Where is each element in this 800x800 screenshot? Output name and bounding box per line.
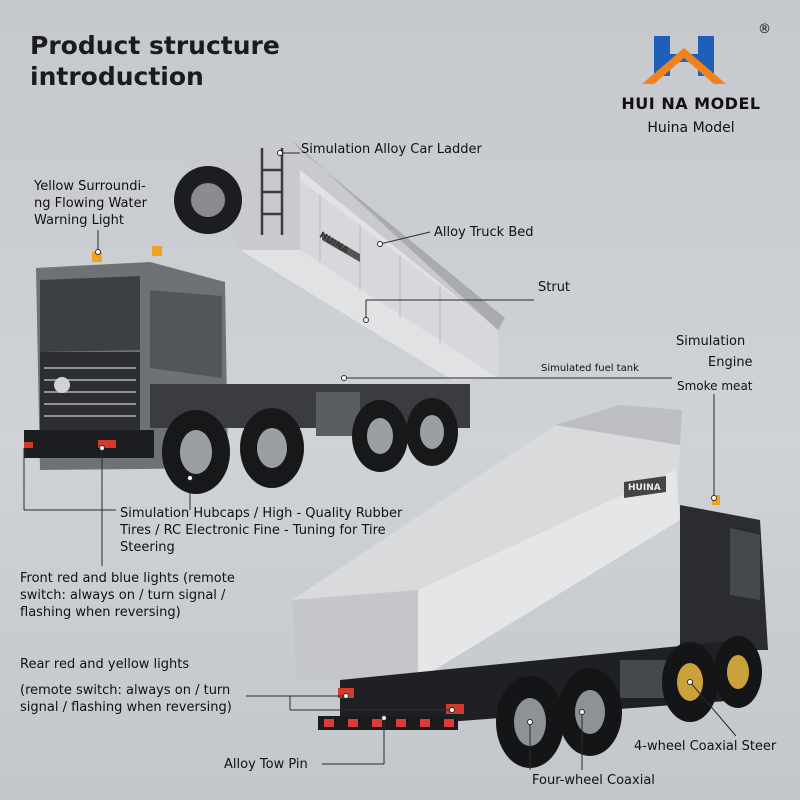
callout-lines bbox=[23, 150, 737, 770]
warning-line-3: Warning Light bbox=[34, 213, 125, 228]
front-bumper bbox=[24, 430, 154, 458]
registered-mark: ® bbox=[758, 22, 771, 37]
engine-line-1: Simulation bbox=[676, 334, 746, 349]
front-grille bbox=[40, 352, 140, 442]
label-tow-pin: Alloy Tow Pin bbox=[224, 757, 308, 772]
huina-logo-icon bbox=[642, 36, 726, 84]
label-strut: Strut bbox=[538, 280, 571, 295]
label-coaxial-steer: 4-wheel Coaxial Steer bbox=[634, 739, 777, 754]
ladder bbox=[260, 148, 284, 235]
front-lights-line-3: flashing when reversing) bbox=[20, 605, 181, 620]
rear-lights-line-1: (remote switch: always on / turn bbox=[20, 683, 231, 698]
title-line-2: introduction bbox=[30, 62, 204, 91]
warning-line-2: ng Flowing Water bbox=[34, 196, 147, 211]
engine-line-2: Engine bbox=[708, 355, 753, 370]
tailgate bbox=[292, 590, 418, 680]
warning-line-1: Yellow Surroundi- bbox=[34, 179, 146, 194]
front-lights-line-2: switch: always on / turn signal / bbox=[20, 588, 226, 603]
label-fuel-tank: Simulated fuel tank bbox=[541, 363, 639, 374]
rear-lights-line-2: signal / flashing when reversing) bbox=[20, 700, 232, 715]
label-engine: Simulation Engine bbox=[676, 333, 753, 371]
brand-name: HUI NA MODEL bbox=[621, 94, 761, 113]
label-coaxial: Four-wheel Coaxial bbox=[532, 773, 655, 788]
hubcaps-line-1: Simulation Hubcaps / High - Quality Rubb… bbox=[120, 506, 403, 521]
hubcaps-line-3: Steering bbox=[120, 540, 175, 555]
title-line-1: Product structure bbox=[30, 31, 280, 60]
label-ladder: Simulation Alloy Car Ladder bbox=[301, 142, 482, 157]
front-wheels bbox=[162, 398, 458, 494]
truck-rear-view bbox=[292, 405, 768, 768]
truck-front-view bbox=[24, 140, 505, 494]
brand-block: ® HUI NA MODEL Huina Model bbox=[606, 22, 786, 144]
page-title: Product structure introduction bbox=[30, 30, 280, 92]
front-lights-line-1: Front red and blue lights (remote bbox=[20, 571, 235, 586]
label-rear-lights-title: Rear red and yellow lights bbox=[20, 657, 190, 672]
label-smoke: Smoke meat bbox=[677, 379, 753, 393]
windshield bbox=[40, 276, 140, 352]
hubcaps-line-2: Tires / RC Electronic Fine - Tuning for … bbox=[120, 523, 386, 538]
label-hubcaps: Simulation Hubcaps / High - Quality Rubb… bbox=[120, 505, 402, 556]
truck-badge-2: HUINA bbox=[628, 483, 661, 493]
brand-subtitle: Huina Model bbox=[647, 120, 735, 136]
label-truck-bed: Alloy Truck Bed bbox=[434, 225, 534, 240]
label-rear-lights: (remote switch: always on / turn signal … bbox=[20, 682, 232, 716]
label-front-lights: Front red and blue lights (remote switch… bbox=[20, 570, 235, 621]
label-warning-light: Yellow Surroundi- ng Flowing Water Warni… bbox=[34, 178, 147, 229]
